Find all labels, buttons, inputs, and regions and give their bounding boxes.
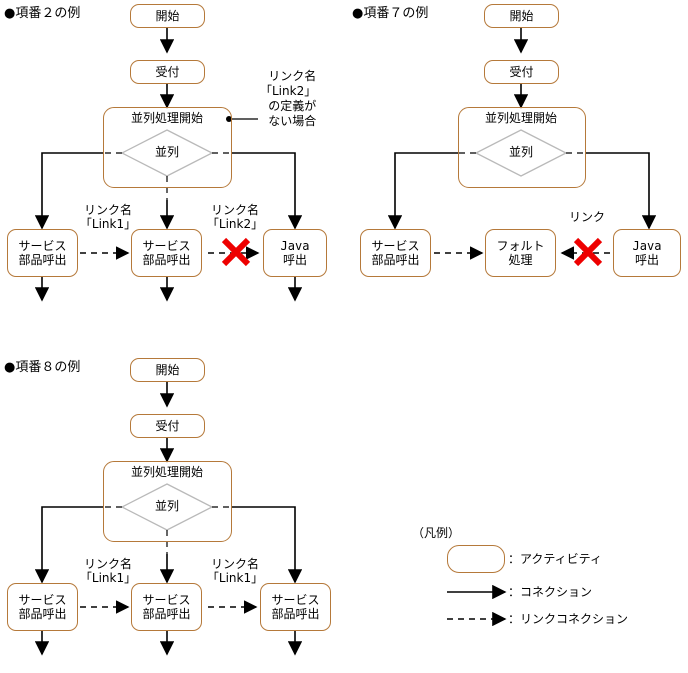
link-label-left-item8: リンク名 「Link1」 — [69, 557, 147, 585]
node-label: 部品呼出 — [142, 253, 191, 267]
link-label-line: リンク — [568, 210, 605, 224]
node-label: 部品呼出 — [371, 253, 420, 267]
node-label: 部品呼出 — [271, 607, 320, 621]
link-label-left-item2: リンク名 「Link1」 — [69, 203, 147, 231]
annotation-line: リンク名 — [268, 69, 317, 83]
legend-title: （凡例） — [412, 526, 461, 540]
node-java-call-item7[interactable]: Java 呼出 — [613, 229, 681, 277]
node-label: サービス — [18, 593, 67, 607]
node-start-item2[interactable]: 開始 — [130, 4, 205, 28]
node-label: サービス — [371, 239, 420, 253]
node-label: 部品呼出 — [142, 607, 191, 621]
node-service-call-left-item8[interactable]: サービス 部品呼出 — [7, 583, 78, 631]
link-label-line: 「Link2」 — [206, 217, 264, 231]
annotation-line: 「Link2」 — [260, 84, 317, 98]
node-label: 受付 — [155, 419, 180, 433]
annotation-line: の定義が — [268, 99, 317, 113]
legend-label-connection: ：コネクション — [508, 585, 593, 599]
node-label: 呼出 — [282, 253, 307, 267]
node-label: サービス — [271, 593, 320, 607]
node-fault-handling-item7[interactable]: フォルト 処理 — [485, 229, 556, 277]
node-label: Java — [280, 239, 310, 253]
node-label: 受付 — [509, 65, 534, 79]
node-label: 開始 — [155, 9, 180, 23]
link-label-line: リンク名 — [83, 203, 132, 217]
diagram-heading-item8: ●項番８の例 — [4, 360, 81, 375]
link-label-right-item8: リンク名 「Link1」 — [196, 557, 274, 585]
node-label: 部品呼出 — [18, 607, 67, 621]
node-label: 呼出 — [634, 253, 659, 267]
link-label-line: リンク名 — [210, 557, 259, 571]
link-label-line: リンク名 — [83, 557, 132, 571]
fork-diamond-label-item7: 並列 — [508, 145, 533, 159]
node-label: サービス — [142, 593, 191, 607]
node-label: Java — [632, 239, 662, 253]
node-label: サービス — [18, 239, 67, 253]
legend-label-link-connection: ：リンクコネクション — [508, 612, 629, 626]
node-reception-item2[interactable]: 受付 — [130, 60, 205, 84]
link-label-right-item2: リンク名 「Link2」 — [196, 203, 274, 231]
legend-activity-symbol — [447, 545, 505, 573]
fork-title-item8: 並列処理開始 — [131, 465, 204, 479]
fork-title-item7: 並列処理開始 — [485, 111, 558, 125]
node-service-call-mid-item8[interactable]: サービス 部品呼出 — [131, 583, 202, 631]
fork-title-item2: 並列処理開始 — [131, 111, 204, 125]
node-label: 開始 — [155, 363, 180, 377]
node-start-item7[interactable]: 開始 — [484, 4, 559, 28]
fork-diamond-label-item8: 並列 — [154, 499, 179, 513]
node-reception-item8[interactable]: 受付 — [130, 414, 205, 438]
annotation-link2-undefined-item2: リンク名 「Link2」 の定義が ない場合 — [260, 69, 316, 129]
link-label-line: 「Link1」 — [206, 571, 264, 585]
node-service-call-mid-item2[interactable]: サービス 部品呼出 — [131, 229, 202, 277]
node-label: サービス — [142, 239, 191, 253]
fork-diamond-label-item2: 並列 — [154, 145, 179, 159]
annotation-line: ない場合 — [268, 114, 317, 128]
link-label-right-item7: リンク — [556, 210, 618, 224]
legend-label-activity: ：アクティビティ — [508, 552, 602, 566]
node-label: 処理 — [508, 253, 533, 267]
node-start-item8[interactable]: 開始 — [130, 358, 205, 382]
link-label-line: リンク名 — [210, 203, 259, 217]
node-java-call-item2[interactable]: Java 呼出 — [263, 229, 327, 277]
error-x-icon-item2 — [221, 237, 251, 267]
node-service-call-left-item2[interactable]: サービス 部品呼出 — [7, 229, 78, 277]
link-label-line: 「Link1」 — [79, 217, 137, 231]
error-x-icon-item7 — [573, 237, 603, 267]
diagram-heading-item2: ●項番２の例 — [4, 6, 81, 21]
node-label: 部品呼出 — [18, 253, 67, 267]
node-reception-item7[interactable]: 受付 — [484, 60, 559, 84]
node-service-call-left-item7[interactable]: サービス 部品呼出 — [360, 229, 431, 277]
fork-container-item8[interactable] — [103, 461, 232, 542]
node-label: 受付 — [155, 65, 180, 79]
legend-symbols — [447, 584, 507, 627]
node-label: 開始 — [509, 9, 534, 23]
node-label: フォルト — [496, 239, 545, 253]
link-label-line: 「Link1」 — [79, 571, 137, 585]
node-service-call-right-item8[interactable]: サービス 部品呼出 — [260, 583, 331, 631]
fork-container-item7[interactable] — [458, 107, 586, 188]
diagram-heading-item7: ●項番７の例 — [352, 6, 429, 21]
fork-container-item2[interactable] — [103, 107, 232, 188]
